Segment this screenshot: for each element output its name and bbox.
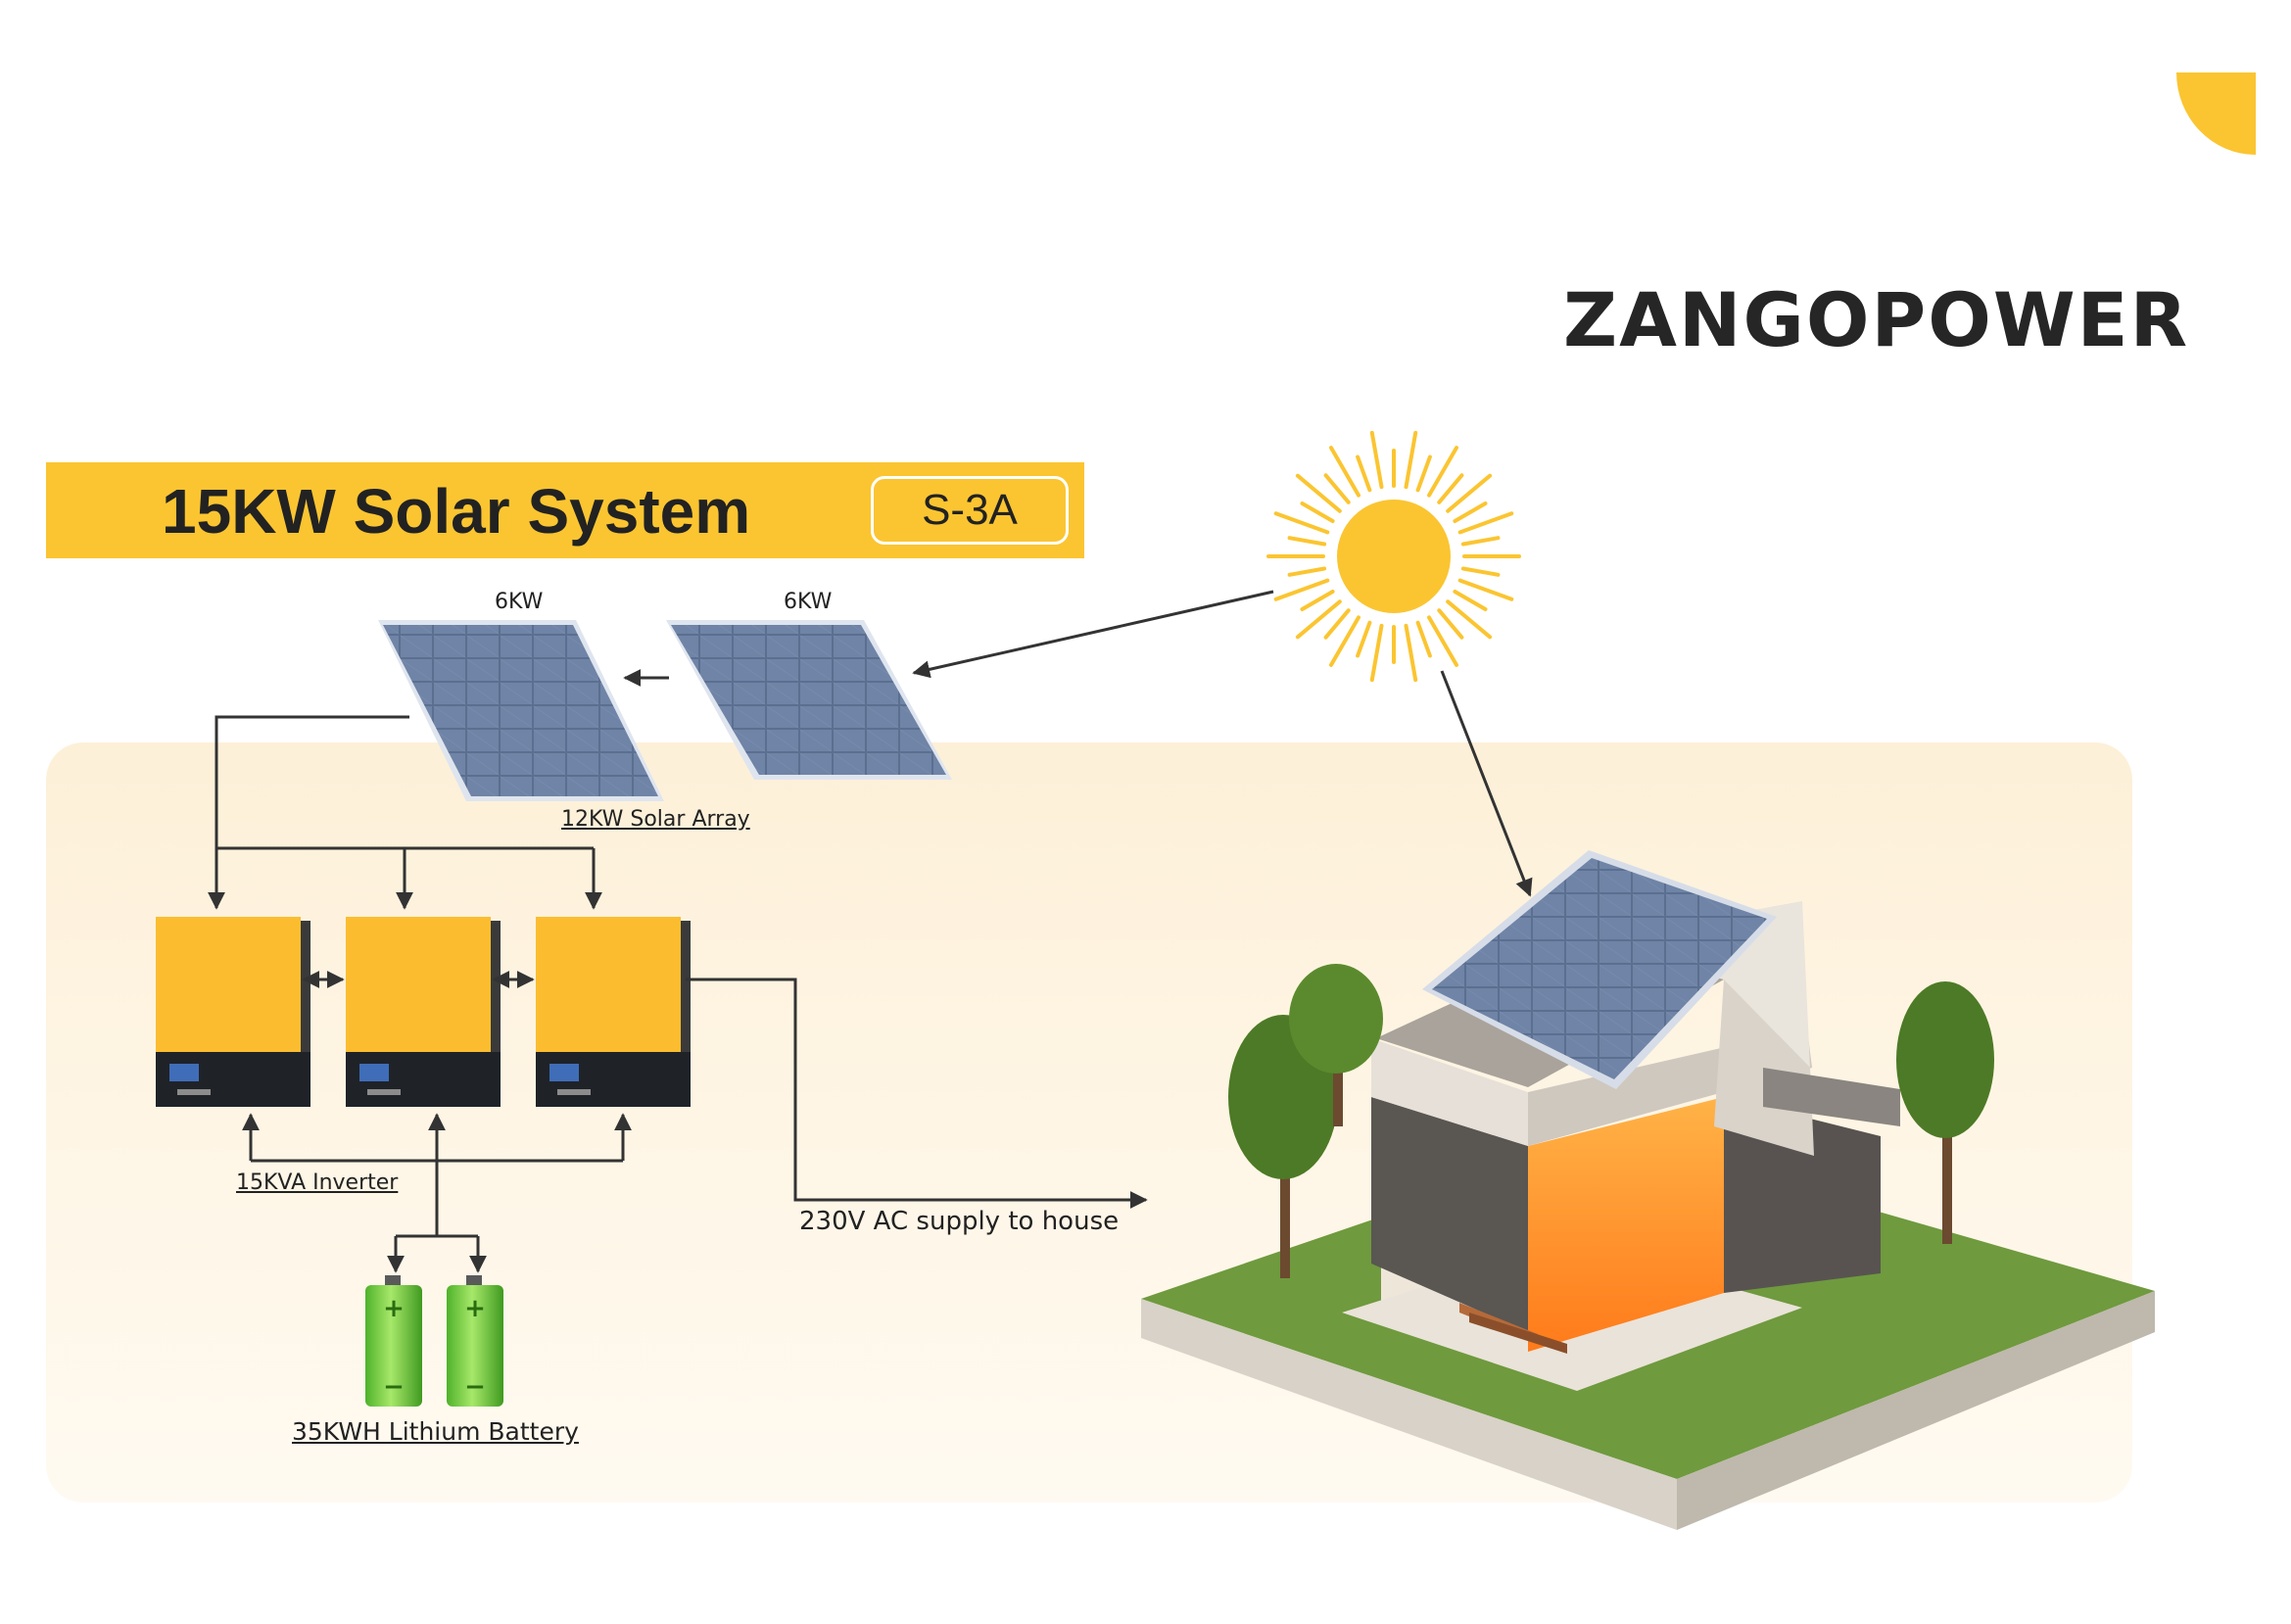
sun-ray — [1460, 566, 1501, 577]
sun-ray — [1295, 473, 1342, 513]
sun-ray — [1415, 620, 1432, 658]
sun-ray — [1404, 623, 1418, 683]
sun-ray — [1329, 446, 1360, 498]
svg-text:−: − — [464, 1372, 486, 1402]
sun-ray — [1453, 590, 1488, 611]
sun-ray — [1287, 536, 1327, 547]
solar-array-label: 12KW Solar Array — [561, 807, 750, 832]
solar-panel-icon — [666, 620, 952, 780]
sun-ray — [1273, 511, 1330, 535]
battery-label: 35KWH Lithium Battery — [292, 1417, 579, 1446]
brand-logo: ZANGOPOWER — [1563, 276, 2190, 363]
inverter-icon — [346, 917, 501, 1107]
sun-ray — [1273, 578, 1330, 601]
model-badge: S-3A — [871, 476, 1069, 545]
house-illustration — [1141, 850, 2155, 1530]
panel-2-label: 6KW — [784, 590, 833, 614]
sun-ray — [1323, 473, 1351, 504]
sun-ray — [1460, 536, 1501, 547]
sun-ray — [1300, 590, 1335, 611]
battery-icon: + − — [447, 1275, 503, 1407]
corner-accent-icon — [2176, 72, 2256, 155]
sun-ray — [1329, 615, 1360, 667]
sun-ray — [1300, 502, 1335, 523]
sun-ray — [1356, 620, 1372, 658]
sun-ray — [1369, 623, 1384, 683]
inverter-label: 15KVA Inverter — [236, 1170, 399, 1195]
system-title: 15KW Solar System — [162, 476, 751, 547]
title-banner: 15KW Solar System S-3A — [46, 462, 1084, 558]
sun-ray — [1453, 502, 1488, 523]
solar-panel-icon — [378, 620, 664, 801]
sun-ray — [1295, 599, 1342, 640]
sun-ray — [1415, 454, 1432, 493]
sun-ray — [1437, 473, 1464, 504]
sun-ray — [1369, 430, 1384, 490]
sun-ray — [1427, 615, 1458, 667]
sun-ray — [1287, 566, 1327, 577]
sun-ray — [1457, 578, 1514, 601]
ac-supply-label: 230V AC supply to house — [799, 1207, 1120, 1236]
sun-icon — [1266, 430, 1521, 683]
sun-ray — [1437, 608, 1464, 640]
inverter-icon — [536, 917, 691, 1107]
battery-icon: + − — [365, 1275, 422, 1407]
sun-ray — [1323, 608, 1351, 640]
sun-ray — [1404, 430, 1418, 490]
sun-ray — [1427, 446, 1458, 498]
svg-text:+: + — [383, 1294, 405, 1323]
panel-1-label: 6KW — [495, 590, 544, 614]
sun-ray — [1356, 454, 1372, 493]
svg-text:+: + — [464, 1294, 486, 1323]
connection-lines — [208, 590, 1533, 1273]
sun-ray — [1446, 599, 1493, 640]
sun-ray — [1446, 473, 1493, 513]
inverter-icon — [156, 917, 310, 1107]
svg-text:−: − — [383, 1372, 405, 1402]
sun-ray — [1457, 511, 1514, 535]
